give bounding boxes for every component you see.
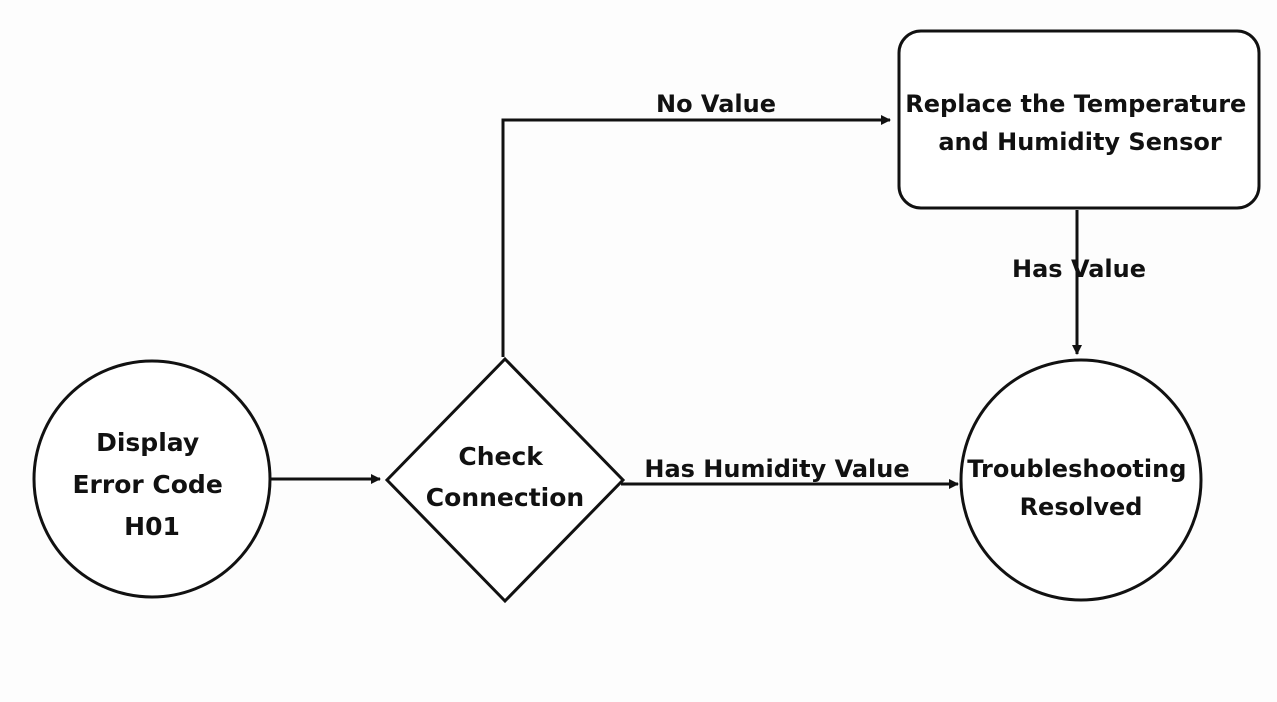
replace-sensor-node-label: Replace the Temperature and Humidity Sen… (905, 90, 1254, 156)
replace-sensor-node-box[interactable] (897, 29, 1261, 210)
start-node-line-3: H01 (124, 512, 180, 541)
edge-label-no-value: No Value (656, 90, 776, 118)
start-node-circle[interactable] (32, 359, 272, 599)
decision-node-diamond[interactable] (384, 356, 626, 604)
resolved-node-label: Troubleshooting Resolved (967, 455, 1195, 521)
edge-label-has-value: Has Value (1012, 255, 1146, 283)
resolved-node-circle[interactable] (959, 358, 1203, 602)
replace-sensor-line-2: and Humidity Sensor (938, 128, 1222, 156)
resolved-node-line-2: Resolved (1020, 493, 1143, 521)
resolved-node-line-1: Troubleshooting (967, 455, 1186, 483)
start-node-line-1: Display (96, 428, 199, 457)
decision-node-line-2: Connection (426, 483, 584, 512)
edge-decision-to-replace (501, 115, 891, 357)
edge-label-has-humidity-value: Has Humidity Value (644, 455, 909, 483)
decision-node-label: Check Connection (426, 442, 584, 512)
replace-sensor-line-1: Replace the Temperature (905, 90, 1246, 118)
start-node-line-2: Error Code (72, 470, 222, 499)
decision-node-line-1: Check (458, 442, 544, 471)
start-node-label: Display Error Code H01 (72, 428, 231, 541)
